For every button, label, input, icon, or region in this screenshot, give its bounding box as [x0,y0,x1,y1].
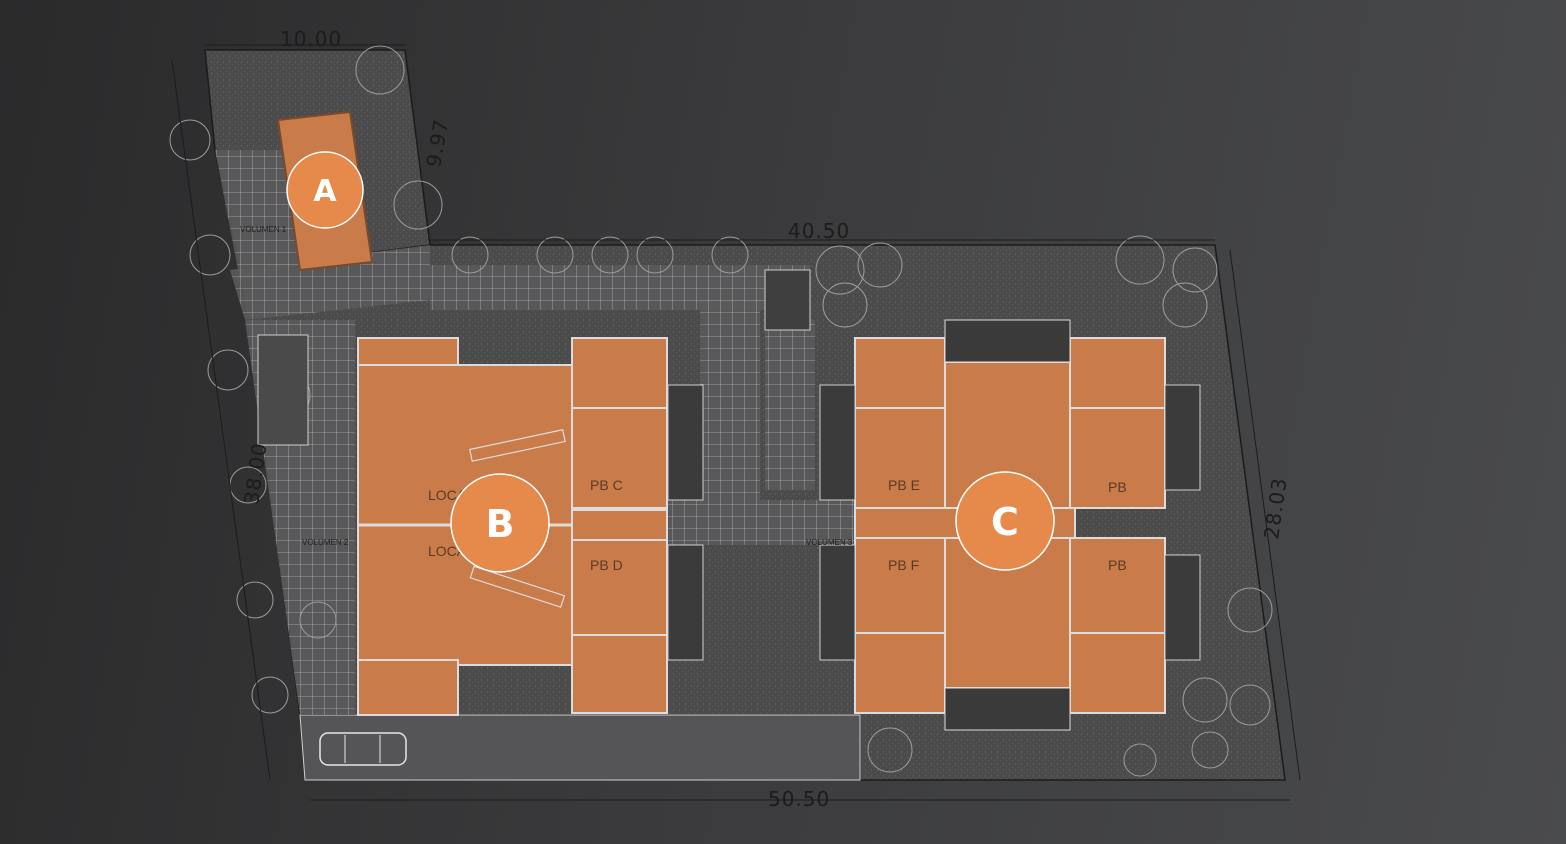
label-volume1: VOLUMEN 1 [240,225,287,234]
volume-b [357,337,668,716]
marker-c-label: C [991,500,1019,544]
trees [169,45,1273,777]
marker-a-label: A [313,174,337,209]
label-volume3: VOLUMEN 3 [806,538,853,547]
dimension-right: 28.03 [1259,476,1291,541]
label-pb-g: PB [1108,479,1127,495]
dimension-left-upper: 9.97 [421,117,453,169]
marker-b[interactable]: B [450,473,550,573]
label-pb-f: PB F [888,557,919,573]
dimension-left: 38.00 [239,441,271,506]
dimension-middle-top: 40.50 [788,219,850,243]
balconies [257,269,1201,661]
marker-b-label: B [486,502,515,546]
dimension-top: 10.00 [280,27,342,51]
volume-c [854,319,1166,731]
label-pb-e: PB E [888,477,920,493]
label-pb-c: PB C [590,477,623,493]
label-pb-d: PB D [590,557,623,573]
label-volume2: VOLUMEN 2 [302,538,349,547]
dimension-lines [171,44,1301,801]
car-icon [319,732,407,766]
marker-a[interactable]: A [286,151,364,229]
marker-c[interactable]: C [955,471,1055,571]
dimension-bottom: 50.50 [768,787,830,811]
label-pb-h: PB [1108,557,1127,573]
